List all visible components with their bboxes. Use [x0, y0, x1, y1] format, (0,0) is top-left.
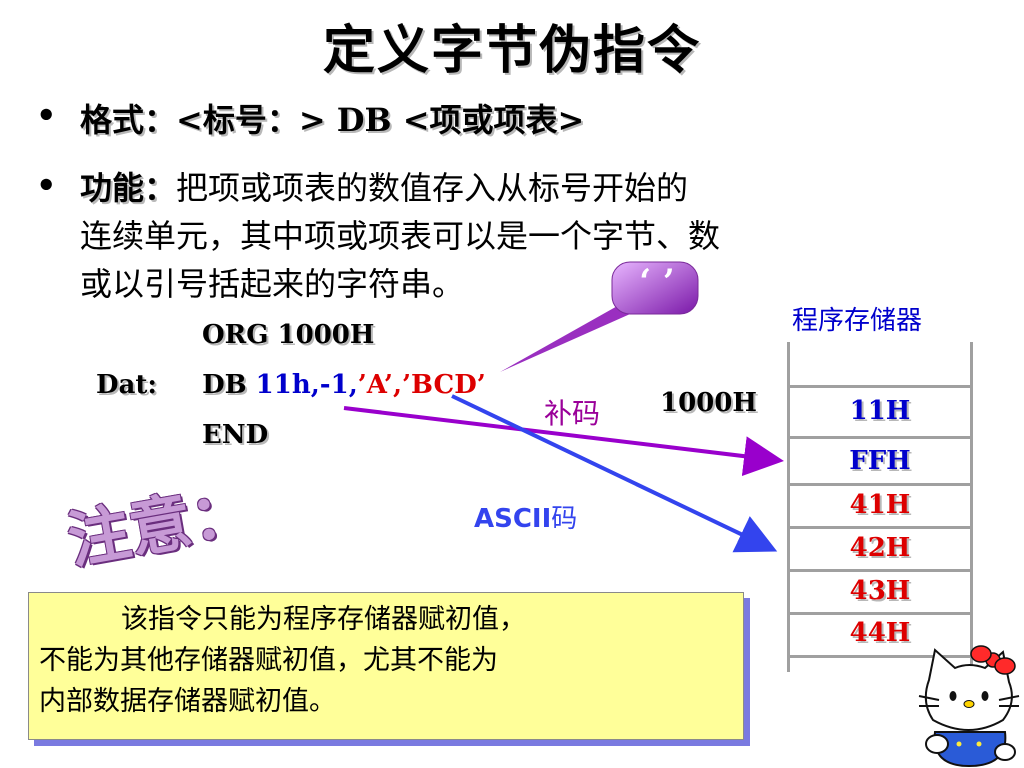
memory-divider [787, 569, 970, 572]
code-org: ORG 1000H [202, 320, 375, 350]
memory-cell: 42H [849, 533, 911, 563]
note-line-3: 内部数据存储器赋初值。 [39, 686, 336, 717]
note-line-1: 该指令只能为程序存储器赋初值， [121, 604, 526, 635]
function-line-3: 或以引号括起来的字符串。 [80, 265, 465, 303]
bullet-dot-format: • [36, 96, 57, 134]
code-end: END [202, 420, 269, 450]
memory-divider [787, 483, 970, 486]
memory-cell: 43H [849, 576, 911, 606]
complement-label: 补码 [544, 397, 601, 430]
code-dat-line: Dat: DB 11h,-1,’A’,’BCD’ [96, 370, 486, 400]
bullet-dot-function: • [36, 166, 57, 204]
memory-cell: FFH [849, 446, 911, 476]
memory-cell: 41H [849, 490, 911, 520]
memory-divider [787, 612, 970, 615]
ascii-label-part1: ASCII [474, 504, 552, 534]
code-db: DB [202, 370, 247, 400]
memory-cell: 44H [849, 618, 911, 648]
code-values-numeric: 11h,-1, [255, 370, 358, 400]
note-box: 该指令只能为程序存储器赋初值， 不能为其他存储器赋初值，尤其不能为 内部数据存储… [28, 592, 744, 740]
ascii-label-part2: 码 [551, 504, 578, 534]
memory-cell: 11H [849, 396, 911, 426]
function-line-2: 连续单元，其中项或项表可以是一个字节、数 [80, 217, 721, 255]
memory-divider [787, 526, 970, 529]
note-line-2: 不能为其他存储器赋初值，尤其不能为 [39, 645, 498, 676]
memory-divider [787, 436, 970, 439]
memory-title: 程序存储器 [792, 306, 923, 336]
memory-divider [787, 655, 970, 658]
format-body: <标号：> DB <项或项表> [176, 101, 585, 139]
code-values-string: ’A’,’BCD’ [357, 370, 486, 400]
memory-column [787, 342, 973, 672]
complement-arrow [343, 406, 784, 477]
ascii-label: ASCII码 [474, 498, 577, 535]
speech-bubble-icon [611, 261, 699, 315]
memory-divider [787, 385, 970, 388]
ascii-arrow [451, 394, 778, 553]
format-label: 格式： [80, 101, 177, 139]
code-label: Dat: [96, 370, 158, 400]
callout-quotes: ‘ ’ [639, 262, 675, 302]
hello-kitty-icon [918, 645, 1020, 768]
function-line-1: 把项或项表的数值存入从标号开始的 [176, 169, 689, 207]
format-line: 格式：<标号：> DB <项或项表> [80, 96, 584, 144]
address-label: 1000H [660, 388, 757, 418]
page-title: 定义字节伪指令 [322, 21, 701, 81]
function-text: 功能：把项或项表的数值存入从标号开始的 连续单元，其中项或项表可以是一个字节、数… [80, 164, 900, 308]
callout-tail [500, 300, 648, 372]
function-label: 功能： [80, 169, 177, 207]
